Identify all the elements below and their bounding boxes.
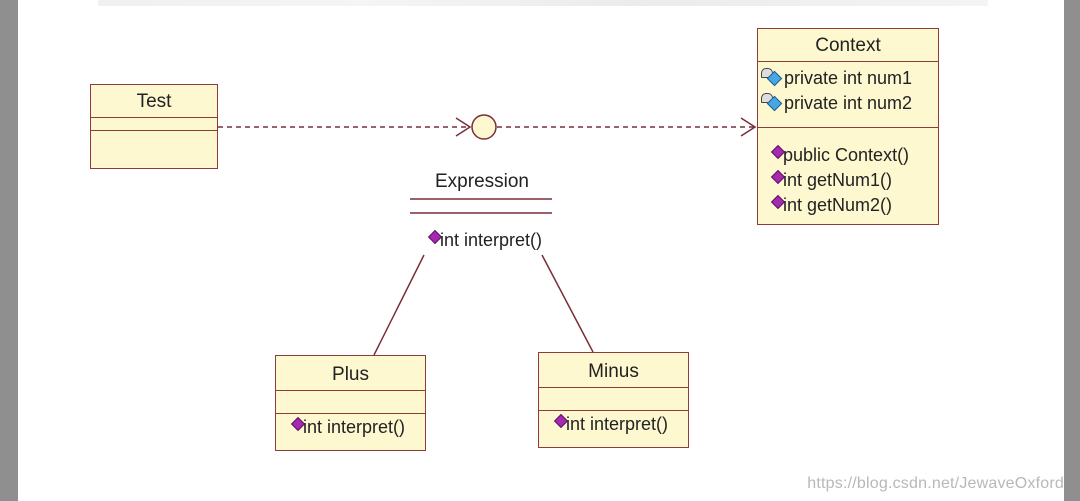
context-operation-constructor: public Context() [764, 143, 938, 168]
context-attribute-num2-text: private int num2 [784, 93, 913, 113]
plus-operation-interpret-text: int interpret() [303, 417, 406, 437]
plus-realization-line [373, 254, 425, 356]
class-minus-name: Minus [539, 353, 688, 388]
class-plus-operations: int interpret() [276, 414, 425, 440]
class-plus[interactable]: Plus int interpret() [275, 355, 426, 451]
class-plus-name: Plus [276, 356, 425, 391]
context-attribute-num1: private int num1 [758, 66, 938, 91]
minus-operation-interpret-text: int interpret() [566, 414, 669, 434]
interface-expression-operation-text: int interpret() [440, 230, 543, 250]
context-operation-constructor-text: public Context() [783, 145, 910, 165]
interface-expression-name[interactable]: Expression [435, 171, 529, 192]
class-test-attributes [91, 118, 217, 131]
context-operation-getnum1-text: int getNum1() [783, 170, 893, 190]
relationship-lines [218, 114, 757, 356]
class-minus[interactable]: Minus int interpret() [538, 352, 689, 448]
context-operation-getnum1: int getNum1() [764, 168, 938, 193]
context-operation-getnum2-text: int getNum2() [783, 195, 893, 215]
interface-expression-operation: int interpret() [426, 229, 543, 251]
class-test[interactable]: Test [90, 84, 218, 169]
class-minus-attributes [539, 388, 688, 411]
test-dependency-arrowhead [455, 117, 472, 137]
class-minus-operations: int interpret() [539, 411, 688, 437]
expression-interface-symbol [471, 114, 497, 140]
watermark-text: https://blog.csdn.net/JewaveOxford [807, 475, 1064, 492]
private-attribute-icon [760, 93, 784, 112]
private-attribute-icon [760, 68, 784, 87]
class-context-name: Context [758, 29, 938, 62]
context-dependency-arrowhead [740, 117, 757, 137]
context-attribute-num1-text: private int num1 [784, 68, 913, 88]
class-test-name: Test [91, 85, 217, 118]
class-context-operations: public Context() int getNum1() int getNu… [758, 128, 938, 218]
class-context[interactable]: Context private int num1 private int num… [757, 28, 939, 225]
context-attribute-num2: private int num2 [758, 91, 938, 116]
header-smudge [98, 0, 988, 6]
diagram-canvas: Test Context private int num1 private in… [18, 0, 1064, 501]
minus-operation-interpret: int interpret() [547, 412, 688, 437]
class-context-attributes: private int num1 private int num2 [758, 62, 938, 128]
minus-realization-line [541, 254, 594, 353]
plus-operation-interpret: int interpret() [284, 415, 425, 440]
context-operation-getnum2: int getNum2() [764, 193, 938, 218]
class-plus-attributes [276, 391, 425, 414]
